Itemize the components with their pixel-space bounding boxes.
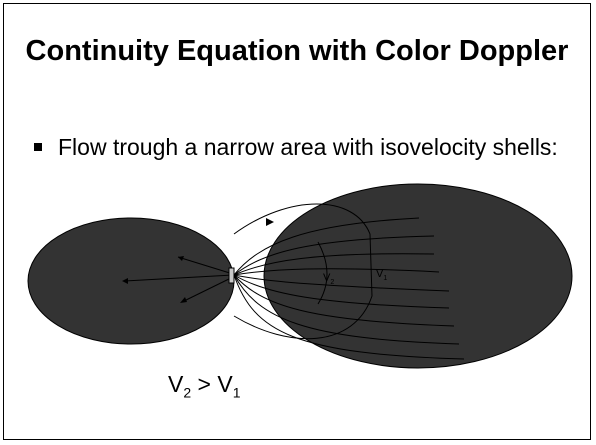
right-chamber (263, 183, 573, 369)
arrowhead-up-icon (178, 256, 184, 261)
formula-right-sub: 1 (232, 384, 241, 401)
bullet-text: Flow trough a narrow area with isoveloci… (58, 134, 558, 160)
bullet-square-icon (34, 143, 42, 151)
isovelocity-shell-v1 (233, 203, 373, 340)
arrowhead-center-icon (122, 278, 128, 284)
formula-right-v: V (217, 371, 233, 397)
formula-left-v: V (168, 371, 184, 397)
formula-left-sub: 2 (183, 384, 192, 401)
velocity-formula: V2 > V1 (168, 371, 241, 401)
isovelocity-shell-v2 (317, 241, 328, 305)
slide: Continuity Equation with Color Doppler F… (3, 3, 591, 440)
formula-operator: > (191, 371, 218, 397)
label-v2: V2 (323, 272, 334, 286)
shell-top-mark (266, 218, 274, 226)
orifice (228, 267, 235, 284)
slide-title: Continuity Equation with Color Doppler (25, 35, 569, 67)
arrowhead-down-icon (180, 297, 187, 303)
jet-arrow-center (123, 274, 234, 282)
jet-arrow-up (177, 256, 234, 275)
jet-arrowheads (122, 256, 187, 303)
label-v1: V1 (376, 268, 387, 282)
streamlines (233, 217, 465, 360)
jet-arrows (123, 256, 234, 303)
jet-arrow-down (181, 276, 234, 303)
flow-diagram: V2 V1 (27, 183, 573, 369)
